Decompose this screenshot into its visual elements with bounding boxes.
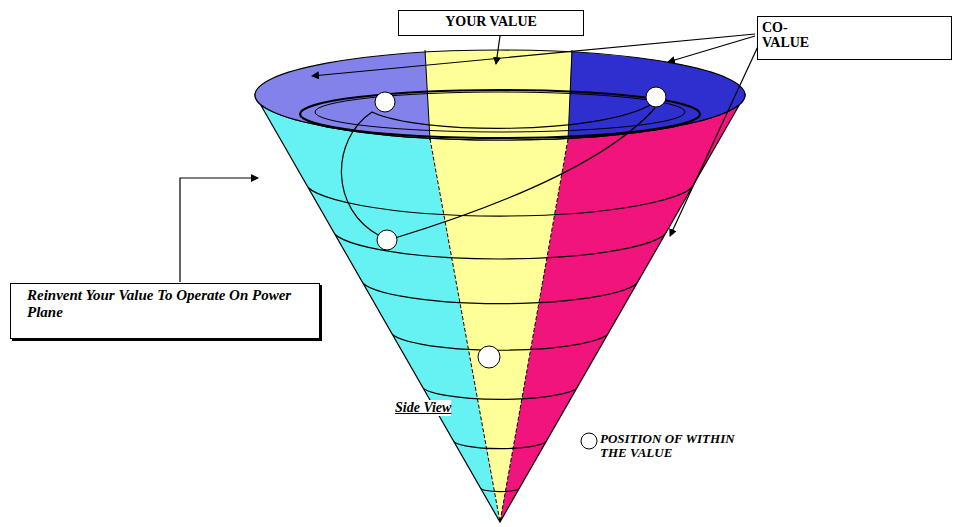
box-text: CO- VALUE [762,20,809,51]
co-value-box: CO- VALUE [757,16,952,60]
legend-text: POSITION OF WITHIN THE VALUE [600,432,750,461]
box-text: YOUR VALUE [403,14,579,29]
legend-sample [581,433,597,449]
callout-box: Reinvent Your Value To Operate On Power … [10,283,320,339]
value-box: YOUR VALUE [398,10,584,36]
box-text: Reinvent Your Value To Operate On Power … [17,287,313,320]
view-label: Side View [395,400,451,416]
